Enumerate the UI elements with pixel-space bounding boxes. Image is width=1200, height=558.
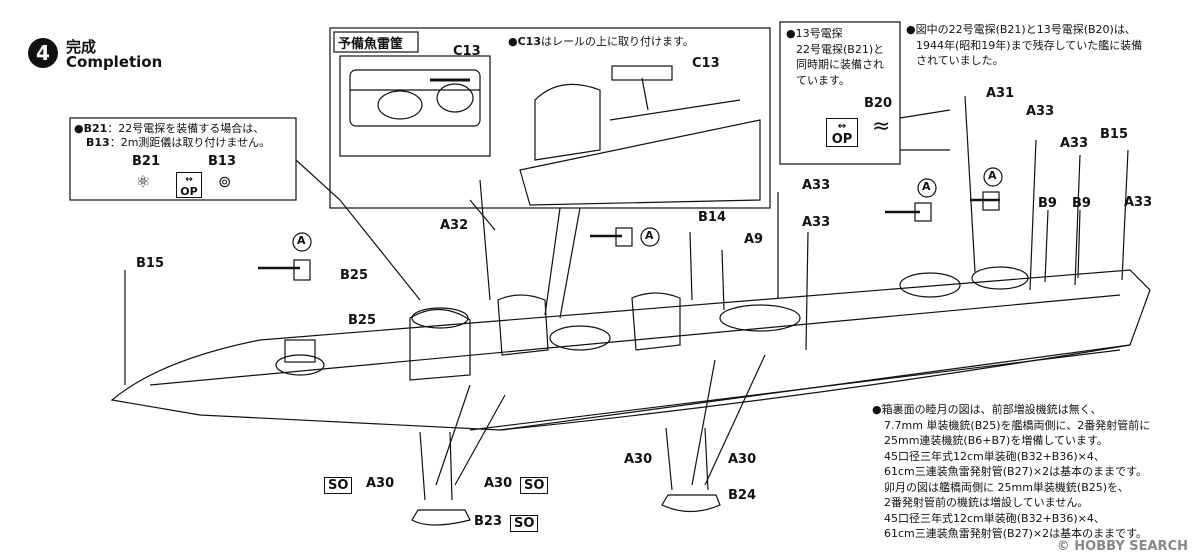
- note-line: 61cm三連装魚雷発射管(B27)×2は基本のままです。: [884, 527, 1148, 540]
- callout-b21-frame: [69, 117, 297, 201]
- label-a33-2: A33: [1060, 136, 1089, 151]
- label-a30-2: A30: [484, 476, 513, 491]
- label-b9-2: B9: [1072, 196, 1091, 211]
- label-a30-4: A30: [728, 452, 757, 467]
- note-line: 45口径三年式12cm単装砲(B32+B36)×4、: [884, 449, 1105, 463]
- callout-radar-frame: [779, 21, 901, 165]
- note-line: 45口径三年式12cm単装砲(B32+B36)×4、: [884, 511, 1105, 525]
- callout-b21: ●B21：22号電探を装備する場合は、 B13：2m測距儀は取り付けません。: [74, 122, 292, 150]
- label-b20: B20: [864, 96, 892, 111]
- part-ref: B13: [86, 136, 110, 149]
- label-b25-2: B25: [348, 313, 376, 328]
- label-b15-right: B15: [1100, 127, 1128, 142]
- so-badge-2: SO: [520, 474, 549, 494]
- label-b23: B23: [474, 514, 502, 529]
- step-title-en: Completion: [66, 53, 163, 71]
- inset-title: 予備魚雷筐: [338, 37, 404, 52]
- note-line: 7.7mm 単装機銃(B25)を艦橋両側に、2番発射管前に: [884, 418, 1151, 432]
- note-line: 卯月の図は艦橋両側に 25mm単装機銃(B25)を、: [884, 480, 1130, 494]
- watermark: © HOBBY SEARCH: [1056, 539, 1188, 554]
- label-a30-1: A30: [366, 476, 395, 491]
- note-line: ●箱裏面の睦月の図は、前部増設機銃は無く、: [872, 403, 1102, 416]
- callout-text: ：2m測距儀は取り付けません。: [109, 136, 271, 149]
- label-b25-1: B25: [340, 268, 368, 283]
- label-b15-left: B15: [136, 256, 164, 271]
- callout-radar: ●13号電探 22号電探(B21)と 同時期に装備され ています。: [786, 27, 885, 87]
- note-top: ●図中の22号電探(B21)と13号電探(B20)は、 1944年(昭和19年)…: [906, 23, 1143, 67]
- op-badge-radar: ↔OP: [826, 118, 858, 147]
- radar-b20-icon: ≈: [872, 114, 891, 139]
- label-a30-3: A30: [624, 452, 653, 467]
- so-badge-1: SO: [324, 474, 353, 494]
- label-a33-5: A33: [802, 215, 831, 230]
- part-ref: B21: [83, 122, 108, 135]
- ship-hull: [110, 269, 1151, 431]
- marker-a-3: A: [922, 180, 931, 193]
- label-b21: B21: [132, 154, 160, 169]
- callout-text: ：22号電探を装備する場合は、: [107, 122, 265, 135]
- rangefinder-icon: ⊚: [218, 172, 232, 191]
- note-line: 2番発射管前の機銃は増設していません。: [884, 496, 1089, 509]
- marker-a-2: A: [645, 229, 654, 242]
- label-a33-3: A33: [1124, 195, 1153, 210]
- note-line: 61cm三連装魚雷発射管(B27)×2は基本のままです。: [884, 465, 1148, 478]
- label-c13-left: C13: [453, 44, 481, 59]
- step-title-jp: 完成: [66, 38, 97, 56]
- label-a33-1: A33: [1026, 104, 1055, 119]
- bullet: ●: [74, 122, 84, 135]
- step-number-badge: 4: [28, 38, 58, 68]
- label-a33-4: A33: [802, 178, 831, 193]
- note-line: 25mm連装機銃(B6+B7)を増備しています。: [884, 434, 1108, 447]
- label-b13: B13: [208, 154, 236, 169]
- inset-note: ●C13はレールの上に取り付けます。: [508, 35, 694, 48]
- inset-frame: [329, 27, 771, 209]
- op-badge: ↔OP: [176, 172, 202, 198]
- label-a31: A31: [986, 86, 1015, 101]
- marker-a-4: A: [988, 169, 997, 182]
- radar-b21-icon: ⚛: [136, 172, 151, 191]
- note-bottom: ●箱裏面の睦月の図は、前部増設機銃は無く、 7.7mm 単装機銃(B25)を艦橋…: [872, 402, 1192, 542]
- marker-a-1: A: [297, 234, 306, 247]
- label-b24: B24: [728, 488, 756, 503]
- label-c13-right: C13: [692, 56, 720, 71]
- label-b14: B14: [698, 210, 726, 225]
- label-a9: A9: [744, 232, 764, 247]
- label-a32: A32: [440, 218, 469, 233]
- label-b9-1: B9: [1038, 196, 1057, 211]
- so-badge-3: SO: [510, 512, 539, 532]
